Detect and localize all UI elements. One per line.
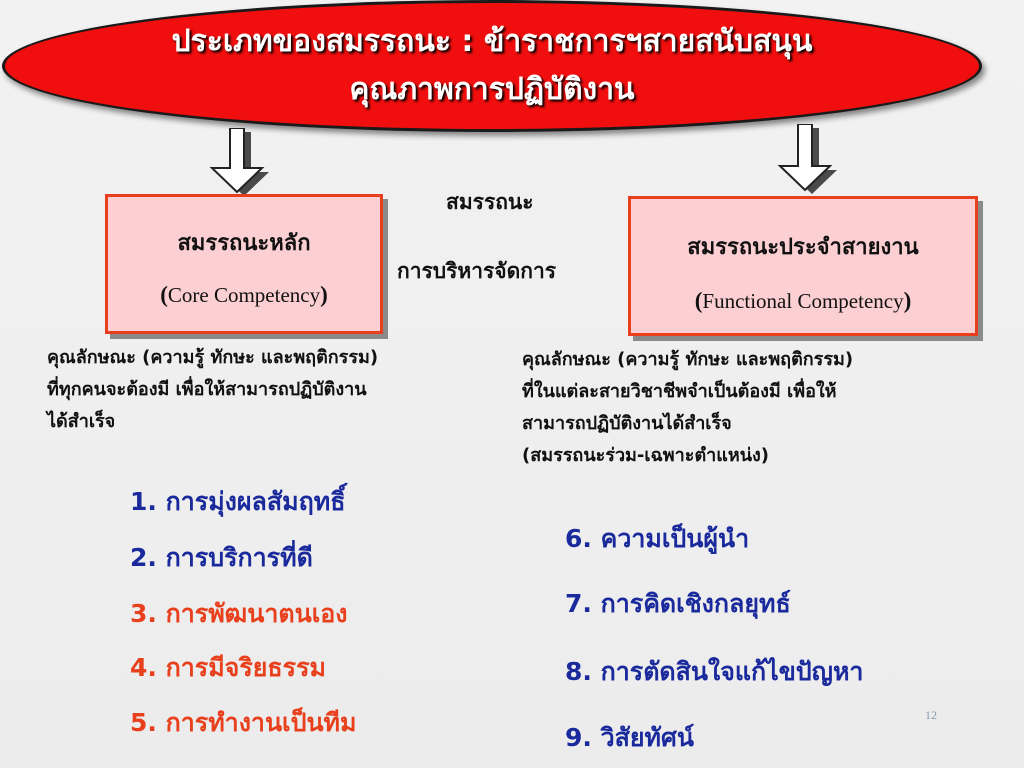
functional-paren-open: ( xyxy=(694,288,703,313)
functional-paren-close: ) xyxy=(903,288,912,313)
title-line-2: คุณภาพการปฏิบัติงาน xyxy=(349,72,635,107)
core-english-label: Core Competency xyxy=(167,283,321,307)
down-arrow-icon-right xyxy=(777,124,837,194)
functional-item-8: 8. การตัดสินใจแก้ไขปัญหา xyxy=(565,657,864,686)
core-competency-english: (Core Competency) xyxy=(108,282,380,308)
core-competency-box: สมรรถนะหลัก (Core Competency) xyxy=(105,194,383,334)
down-arrow-icon-left xyxy=(209,128,269,196)
core-description-line-3: ได้สำเร็จ xyxy=(47,411,116,432)
functional-competency-english: (Functional Competency) xyxy=(631,288,975,314)
core-item-1: 1. การมุ่งผลสัมฤทธิ์ xyxy=(130,487,346,516)
core-paren-close: ) xyxy=(320,282,328,307)
core-paren-open: ( xyxy=(160,282,168,307)
functional-competency-box: สมรรถนะประจำสายงาน (Functional Competenc… xyxy=(628,196,978,336)
core-item-3: 3. การพัฒนาตนเอง xyxy=(130,599,348,628)
core-item-5: 5. การทำงานเป็นทีม xyxy=(130,708,357,737)
functional-description-line-1: คุณลักษณะ (ความรู้ ทักษะ และพฤติกรรม) xyxy=(522,349,854,370)
core-description-line-2: ที่ทุกคนจะต้องมี เพื่อให้สามารถปฏิบัติงา… xyxy=(47,379,367,400)
core-item-2: 2. การบริการที่ดี xyxy=(130,543,313,572)
functional-description: คุณลักษณะ (ความรู้ ทักษะ และพฤติกรรม) ที… xyxy=(522,344,1017,472)
functional-description-line-4: (สมรรถนะร่วม-เฉพาะตำแหน่ง) xyxy=(522,445,770,466)
functional-item-7: 7. การคิดเชิงกลยุทธ์ xyxy=(565,589,791,618)
page-number: 12 xyxy=(925,708,937,722)
title-line-1: ประเภทของสมรรถนะ : ข้าราชการฯสายสนับสนุน xyxy=(171,24,813,59)
functional-competency-title: สมรรถนะประจำสายงาน xyxy=(687,235,919,260)
functional-item-6: 6. ความเป็นผู้นำ xyxy=(565,524,750,553)
functional-description-line-2: ที่ในแต่ละสายวิชาชีพจำเป็นต้องมี เพื่อให… xyxy=(522,381,837,402)
title-banner: ประเภทของสมรรถนะ : ข้าราชการฯสายสนับสนุน… xyxy=(2,0,982,132)
core-description: คุณลักษณะ (ความรู้ ทักษะ และพฤติกรรม) ที… xyxy=(47,342,517,438)
core-description-line-1: คุณลักษณะ (ความรู้ ทักษะ และพฤติกรรม) xyxy=(47,347,379,368)
management-competency-line-1: สมรรถนะ xyxy=(446,190,534,214)
functional-item-9: 9. วิสัยทัศน์ xyxy=(565,723,694,752)
functional-description-line-3: สามารถปฏิบัติงานได้สำเร็จ xyxy=(522,413,732,434)
core-competency-title: สมรรถนะหลัก xyxy=(177,231,311,256)
core-item-4: 4. การมีจริยธรรม xyxy=(130,653,326,682)
management-competency-line-2: การบริหารจัดการ xyxy=(397,259,557,283)
functional-english-label: Functional Competency xyxy=(702,289,904,313)
